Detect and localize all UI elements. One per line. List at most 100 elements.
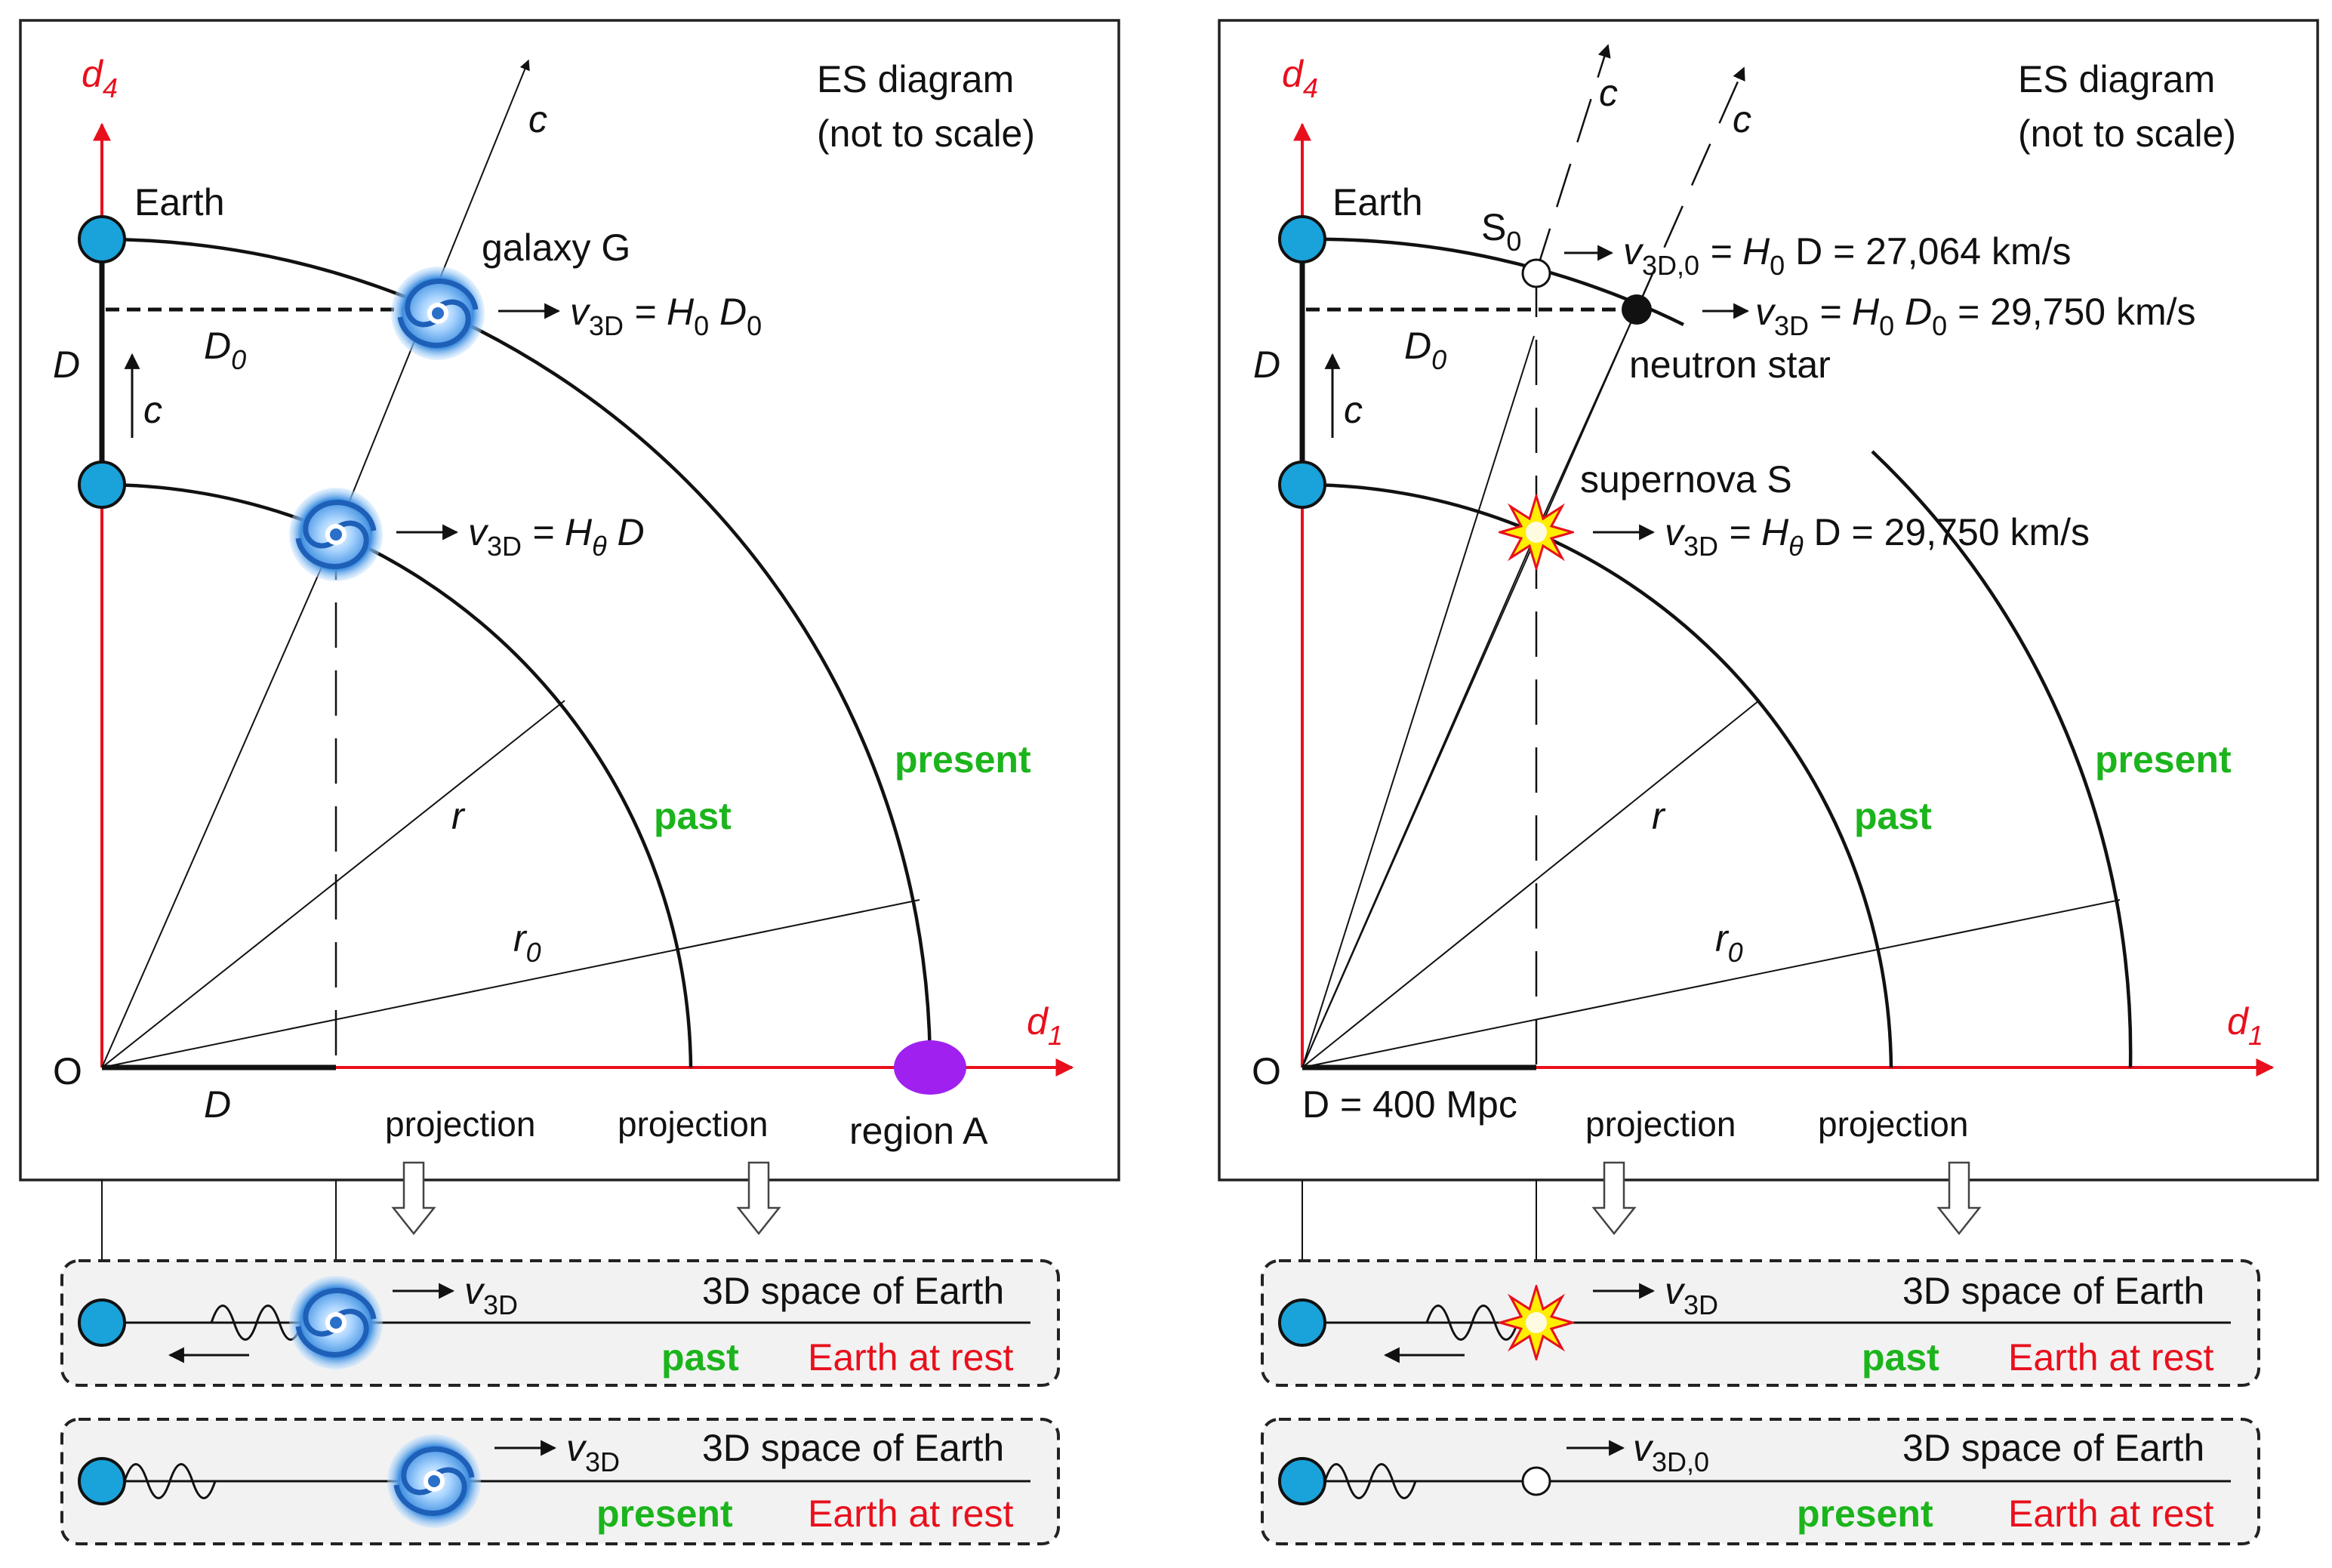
right-title-line1: ES diagram bbox=[2018, 58, 2215, 100]
left-d-label: D bbox=[53, 343, 80, 386]
left-r0-label: r0 bbox=[513, 917, 541, 968]
left-ray-c-label: c bbox=[528, 98, 547, 140]
left-v3d-present-label: v3D = H0 D0 bbox=[570, 291, 762, 341]
right-strip-past-earth-icon bbox=[1278, 1298, 1326, 1347]
right-present-arc-lower bbox=[1871, 450, 2133, 1068]
left-projection-arrow-1 bbox=[391, 1161, 436, 1236]
left-galaxy-label: galaxy G bbox=[482, 226, 630, 269]
left-strip-past-rest-label: Earth at rest bbox=[808, 1336, 1013, 1379]
right-title-line2: (not to scale) bbox=[2018, 112, 2236, 155]
right-neutron-star-marker bbox=[1622, 294, 1652, 325]
left-galaxy-past-icon bbox=[289, 488, 383, 581]
left-line-to-galaxy-past bbox=[101, 534, 337, 1068]
left-strip-past-title: 3D space of Earth bbox=[702, 1270, 1004, 1312]
right-ray-c-label-2: c bbox=[1733, 98, 1751, 140]
left-d0-label: D0 bbox=[204, 325, 246, 375]
right-strip-past-title: 3D space of Earth bbox=[1902, 1270, 2204, 1312]
left-strip-past-v-label: v3D bbox=[464, 1270, 518, 1320]
left-strip-past-earth-icon bbox=[78, 1298, 126, 1347]
left-earth-present-icon bbox=[78, 215, 126, 263]
right-strip-present-wave bbox=[1323, 1463, 1417, 1499]
left-strip-past-past-label: past bbox=[661, 1336, 739, 1379]
right-projection-arrow-1 bbox=[1591, 1161, 1637, 1236]
right-ray-c-label-1: c bbox=[1599, 72, 1618, 114]
left-present-arc bbox=[101, 237, 932, 1068]
left-strip-past: v3D 3D space of Earth past Earth at rest bbox=[60, 1259, 1060, 1387]
right-present-label: present bbox=[2095, 738, 2232, 781]
left-title-line2: (not to scale) bbox=[817, 112, 1035, 155]
left-projection-label-1: projection bbox=[385, 1104, 535, 1144]
right-past-label: past bbox=[1854, 795, 1932, 837]
right-strip-past-supernova-icon bbox=[1499, 1285, 1574, 1360]
right-r0-label: r0 bbox=[1715, 917, 1743, 968]
left-strip-past-wave bbox=[210, 1305, 303, 1341]
right-strip-past-past-label: past bbox=[1862, 1336, 1939, 1379]
right-earth-present-icon bbox=[1278, 215, 1326, 263]
right-strip-past: v3D 3D space of Earth past Earth at rest bbox=[1261, 1259, 2260, 1387]
left-projection-arrow-2 bbox=[736, 1161, 781, 1236]
right-strip-present-earth-icon bbox=[1278, 1457, 1326, 1505]
left-present-label: present bbox=[895, 738, 1031, 781]
right-line-1 bbox=[1302, 335, 1535, 1068]
right-v-ns-label: v3D = H0 D0 = 29,750 km/s bbox=[1755, 291, 2196, 341]
left-earth-past-icon bbox=[78, 461, 126, 509]
left-strip-present-rest-label: Earth at rest bbox=[808, 1493, 1013, 1535]
right-r-label: r bbox=[1652, 795, 1666, 837]
right-earth-label: Earth bbox=[1332, 181, 1423, 223]
right-projection-arrow-2 bbox=[1936, 1161, 1982, 1236]
right-panel: ES diagram (not to scale) d4 d1 O D c c … bbox=[1218, 19, 2319, 1236]
right-d4-label: d4 bbox=[1282, 53, 1318, 103]
right-d-label: D bbox=[1253, 343, 1280, 386]
left-region-a-label: region A bbox=[849, 1110, 988, 1152]
right-strip-past-v-label: v3D bbox=[1665, 1270, 1718, 1320]
left-strip-present-wave bbox=[123, 1463, 217, 1499]
right-s0-label: S0 bbox=[1481, 206, 1521, 257]
left-title-line1: ES diagram bbox=[817, 58, 1014, 100]
left-past-label: past bbox=[654, 795, 732, 837]
right-v-sn-label: v3D = Hθ D = 29,750 km/s bbox=[1665, 511, 2090, 562]
left-d1-label: d1 bbox=[1027, 1000, 1063, 1051]
right-v-s0-label: v3D,0 = H0 D = 27,064 km/s bbox=[1623, 230, 2072, 281]
right-supernova-icon bbox=[1499, 494, 1574, 570]
right-strip-present-present-label: present bbox=[1797, 1493, 1933, 1535]
right-past-arc bbox=[1302, 482, 1893, 1068]
right-strip-present-s0-marker bbox=[1521, 1466, 1551, 1496]
right-neutron-star-label: neutron star bbox=[1629, 343, 1831, 386]
left-bottom-d-label: D bbox=[204, 1083, 231, 1126]
right-ray-s0 bbox=[1535, 44, 1611, 273]
left-strip-present-earth-icon bbox=[78, 1457, 126, 1505]
right-d0-label: D0 bbox=[1404, 325, 1446, 375]
right-origin-label: O bbox=[1252, 1050, 1281, 1092]
right-strip-present-rest-label: Earth at rest bbox=[2008, 1493, 2213, 1535]
right-ray-ns bbox=[1635, 66, 1745, 310]
left-strip-past-galaxy-icon bbox=[289, 1276, 383, 1369]
right-d1-label: d1 bbox=[2227, 1000, 2263, 1051]
right-line-to-supernova bbox=[1302, 531, 1537, 1068]
left-galaxy-present-icon bbox=[391, 266, 485, 360]
left-radius-r bbox=[101, 700, 565, 1068]
left-strip-present-title: 3D space of Earth bbox=[702, 1427, 1004, 1469]
right-strip-present-title: 3D space of Earth bbox=[1902, 1427, 2204, 1469]
left-strip-present-present-label: present bbox=[596, 1493, 733, 1535]
right-earth-past-icon bbox=[1278, 461, 1326, 509]
left-projection-label-2: projection bbox=[618, 1104, 768, 1144]
left-r-label: r bbox=[451, 795, 466, 837]
left-v3d-past-label: v3D = Hθ D bbox=[468, 511, 645, 562]
right-strip-past-wave bbox=[1425, 1305, 1519, 1341]
left-origin-label: O bbox=[53, 1050, 82, 1092]
right-supernova-to-ns bbox=[1536, 309, 1637, 533]
right-strip-present-v-label: v3D,0 bbox=[1633, 1427, 1709, 1477]
left-region-a-blob bbox=[894, 1040, 966, 1095]
right-strip-present: v3D,0 3D space of Earth present Earth at… bbox=[1261, 1418, 2260, 1545]
right-strip-past-rest-label: Earth at rest bbox=[2008, 1336, 2213, 1379]
left-strip-present: v3D 3D space of Earth present Earth at r… bbox=[60, 1418, 1060, 1545]
left-d4-label: d4 bbox=[82, 53, 118, 103]
right-projection-label-1: projection bbox=[1585, 1104, 1736, 1144]
right-radius-r0 bbox=[1302, 899, 2121, 1068]
left-radius-r0 bbox=[101, 899, 920, 1068]
right-bottom-d-label: D = 400 Mpc bbox=[1302, 1083, 1517, 1126]
left-panel: ES diagram (not to scale) d4 d1 O D c c … bbox=[19, 19, 1120, 1236]
left-strip-present-galaxy-icon bbox=[387, 1434, 481, 1528]
right-s0-marker bbox=[1521, 258, 1551, 288]
